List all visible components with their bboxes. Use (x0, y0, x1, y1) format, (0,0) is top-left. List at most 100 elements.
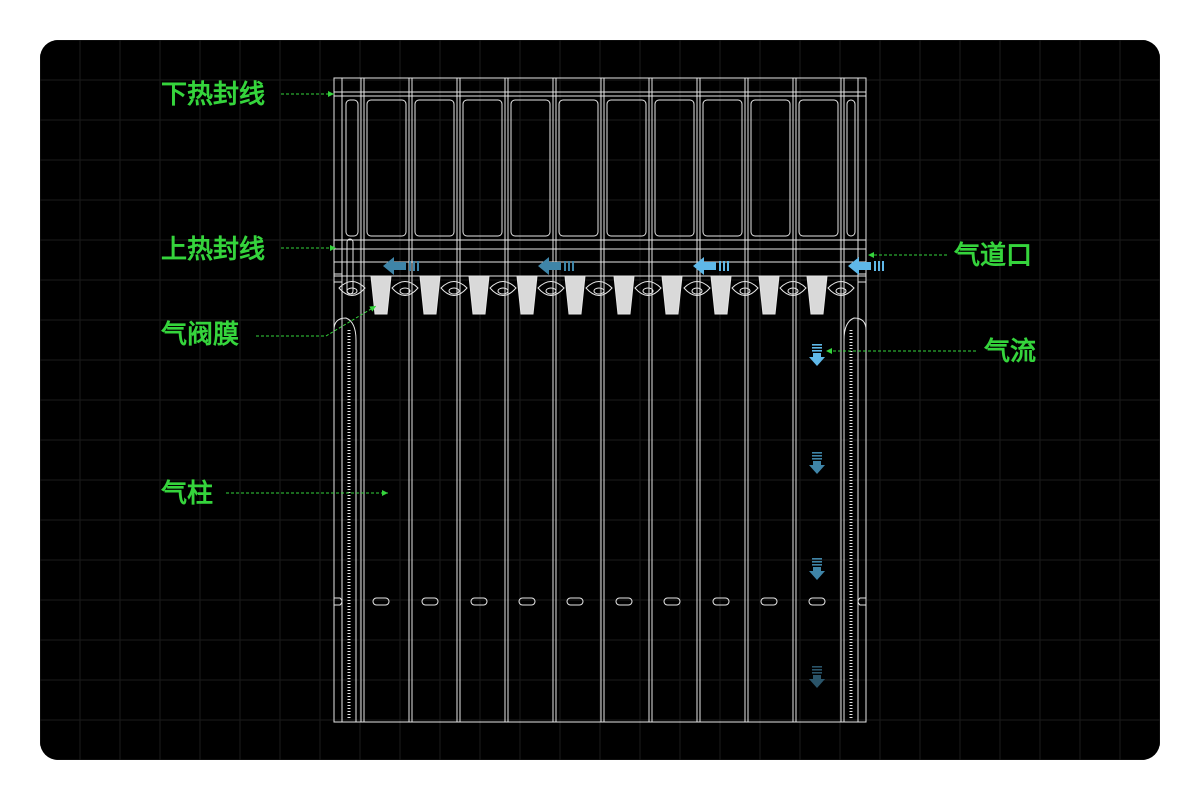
valve-seal-arc (440, 281, 468, 296)
airflow-arrow-left (848, 257, 884, 275)
label-lower-heat-seal: 下热封线 (161, 80, 266, 110)
perforation-slot (663, 597, 681, 606)
airflow-arrow-down (809, 452, 825, 474)
upper-chamber-panel (654, 99, 695, 237)
valve-seal-arc (489, 281, 517, 296)
valve-seal-dot (346, 287, 358, 295)
diagram-panel (40, 40, 1160, 760)
valve-seal-dot (399, 287, 411, 295)
leader-arrowhead (382, 490, 388, 496)
perforation-slot (421, 597, 439, 606)
perforation-slot (470, 597, 488, 606)
edge-notch (857, 273, 867, 283)
arrow-tail-stripe (812, 347, 822, 349)
leader-arrowhead (826, 348, 832, 354)
upper-chamber-panel (702, 99, 743, 237)
valve-film (468, 275, 490, 315)
arrow-tail-stripe (723, 261, 725, 271)
arrow-tail-stripe (812, 666, 822, 668)
valve-seal-arc (779, 281, 807, 296)
upper-chamber-panel (345, 99, 359, 237)
perforation-slot (808, 597, 826, 606)
edge-notch (333, 273, 343, 283)
airflow-arrow-left (538, 257, 574, 275)
arrow-head (809, 353, 825, 366)
valve-film (758, 275, 780, 315)
airflow-arrows (383, 257, 884, 688)
valve-seal-dot (835, 287, 847, 295)
column-wall-right (843, 317, 867, 722)
arrow-tail-stripe (413, 261, 415, 271)
perforation-slot (857, 597, 866, 606)
perforation-slot (615, 597, 633, 606)
label-air-inlet: 气道口 (954, 241, 1033, 271)
upper-chamber-panel (750, 99, 791, 237)
valve-seal-arc (683, 281, 711, 296)
arrow-head (809, 675, 825, 688)
airflow-arrow-down (809, 666, 825, 688)
edge-seal-bar (346, 238, 354, 295)
upper-chamber-panel (366, 99, 407, 237)
arrow-head (538, 257, 561, 275)
valve-seal-arc (585, 281, 613, 296)
valve-film (419, 275, 441, 315)
valve-film (564, 275, 586, 315)
upper-chamber-panel (606, 99, 647, 237)
arrow-tail-stripe (409, 261, 411, 271)
perforation-slot (566, 597, 584, 606)
valve-seal-dot (545, 287, 557, 295)
valve-seal-arc (827, 281, 855, 296)
arrow-tail-stripe (812, 350, 822, 352)
leader-valve-film (256, 305, 377, 337)
arrow-tail-stripe (882, 261, 884, 271)
valve-seal-arc (338, 281, 366, 296)
airflow-arrow-down (809, 558, 825, 580)
bag-structure (333, 77, 867, 723)
valve-seal-arc (537, 281, 565, 296)
airflow-arrow-left (383, 257, 419, 275)
arrow-tail-stripe (812, 344, 822, 346)
leader-arrowhead (369, 306, 376, 312)
arrow-tail-stripe (812, 669, 822, 671)
arrow-tail-stripe (812, 455, 822, 457)
arrow-tail-stripe (568, 261, 570, 271)
valve-seal-dot (787, 287, 799, 295)
label-valve-film: 气阀膜 (161, 320, 240, 350)
arrow-tail-stripe (878, 261, 880, 271)
perforation-slot (518, 597, 536, 606)
arrow-tail-stripe (812, 452, 822, 454)
arrow-tail-stripe (874, 261, 876, 271)
background-grid (40, 40, 1160, 760)
arrow-tail-stripe (564, 261, 566, 271)
arrow-head (693, 257, 716, 275)
bag-outline (333, 77, 867, 723)
valve-seal-arc (731, 281, 759, 296)
valve-film (661, 275, 683, 315)
upper-chamber-panel (462, 99, 503, 237)
column-wall-left (333, 317, 357, 722)
arrow-tail-stripe (812, 561, 822, 563)
arrow-tail-stripe (812, 564, 822, 566)
arrow-head (848, 257, 871, 275)
perforation-slot (712, 597, 730, 606)
label-upper-heat-seal: 上热封线 (161, 235, 266, 265)
valve-film (370, 275, 392, 315)
valve-seal-dot (739, 287, 751, 295)
valve-seal-dot (448, 287, 460, 295)
arrow-head (809, 567, 825, 580)
perforation-slot (372, 597, 390, 606)
upper-chamber-panel (414, 99, 455, 237)
upper-chamber-panel (558, 99, 599, 237)
arrow-head (383, 257, 406, 275)
leader-arrowhead (868, 252, 874, 258)
valve-film (710, 275, 732, 315)
arrow-head (809, 461, 825, 474)
valve-seal-dot (593, 287, 605, 295)
valve-seal-arc (391, 281, 419, 296)
valve-seal-dot (691, 287, 703, 295)
leader-arrowhead (330, 245, 336, 251)
label-air-column: 气柱 (161, 479, 214, 509)
valve-seal-arc (634, 281, 662, 296)
valve-film (516, 275, 538, 315)
